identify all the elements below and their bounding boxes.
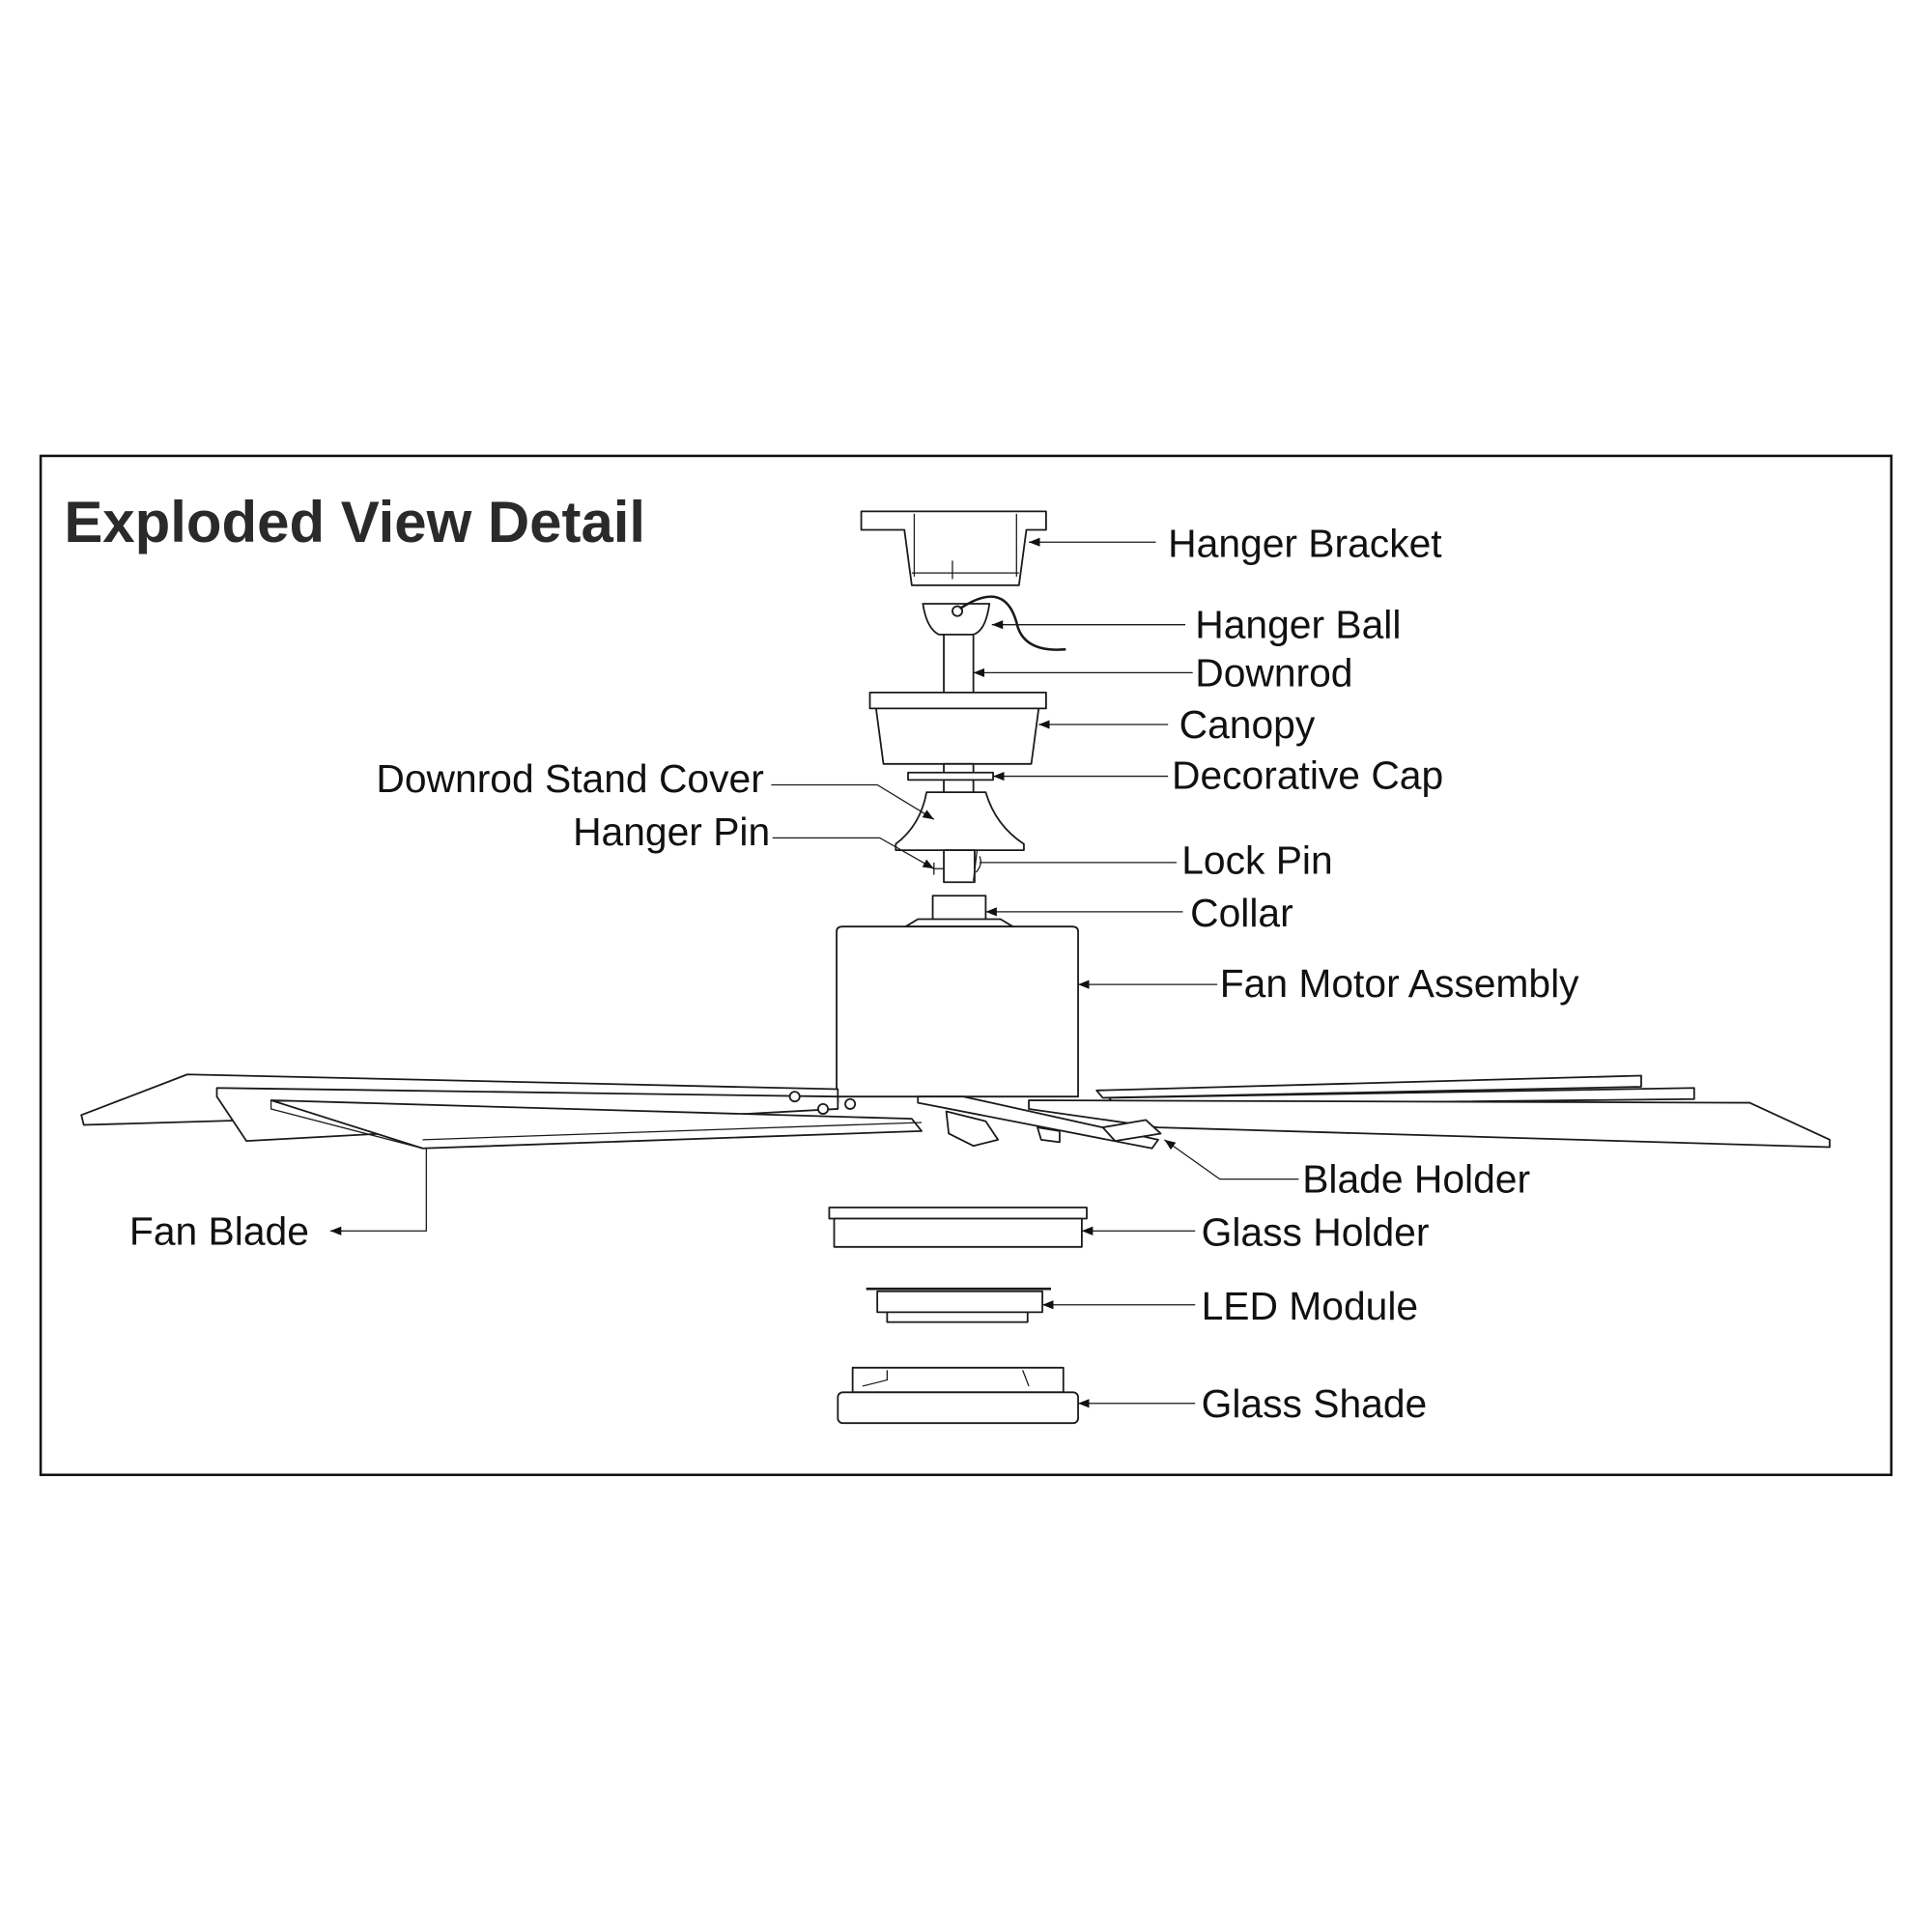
glass-holder xyxy=(828,1207,1088,1248)
label-fan-blade: Fan Blade xyxy=(129,1208,309,1253)
label-decorative-cap: Decorative Cap xyxy=(1172,753,1443,797)
label-glass-holder: Glass Holder xyxy=(1202,1210,1430,1255)
label-hanger-ball: Hanger Ball xyxy=(1195,603,1401,647)
lock-pin xyxy=(973,850,981,882)
hanger-bracket xyxy=(860,510,1047,586)
fan-blade-left-front xyxy=(270,1099,923,1150)
fan-blade-right-front xyxy=(1028,1099,1832,1149)
blade-holder xyxy=(917,1095,1159,1150)
label-collar: Collar xyxy=(1190,891,1293,935)
label-hanger-bracket: Hanger Bracket xyxy=(1168,522,1442,566)
leader-lines xyxy=(329,537,1299,1408)
label-led-module: LED Module xyxy=(1202,1284,1419,1328)
label-blade-holder: Blade Holder xyxy=(1302,1157,1530,1202)
glass-shade xyxy=(837,1366,1079,1425)
label-fan-motor-assembly: Fan Motor Assembly xyxy=(1220,961,1579,1006)
label-canopy: Canopy xyxy=(1179,702,1316,747)
label-hanger-pin: Hanger Pin xyxy=(573,810,770,854)
fan-blade-right-back xyxy=(1095,1074,1642,1099)
label-lock-pin: Lock Pin xyxy=(1181,838,1332,882)
downrod xyxy=(943,633,975,694)
diagram-title: Exploded View Detail xyxy=(64,490,645,554)
fan-motor-assembly xyxy=(836,925,1079,1098)
downrod-bottom xyxy=(943,849,976,884)
decorative-cap xyxy=(907,771,994,781)
label-glass-shade: Glass Shade xyxy=(1202,1381,1428,1426)
led-module xyxy=(866,1287,1052,1323)
label-downrod: Downrod xyxy=(1195,650,1352,695)
canopy xyxy=(868,691,1047,765)
downrod-stand-cover xyxy=(895,791,1025,851)
fan-blades xyxy=(80,1073,1832,1150)
label-downrod-stand-cover: Downrod Stand Cover xyxy=(376,756,763,801)
